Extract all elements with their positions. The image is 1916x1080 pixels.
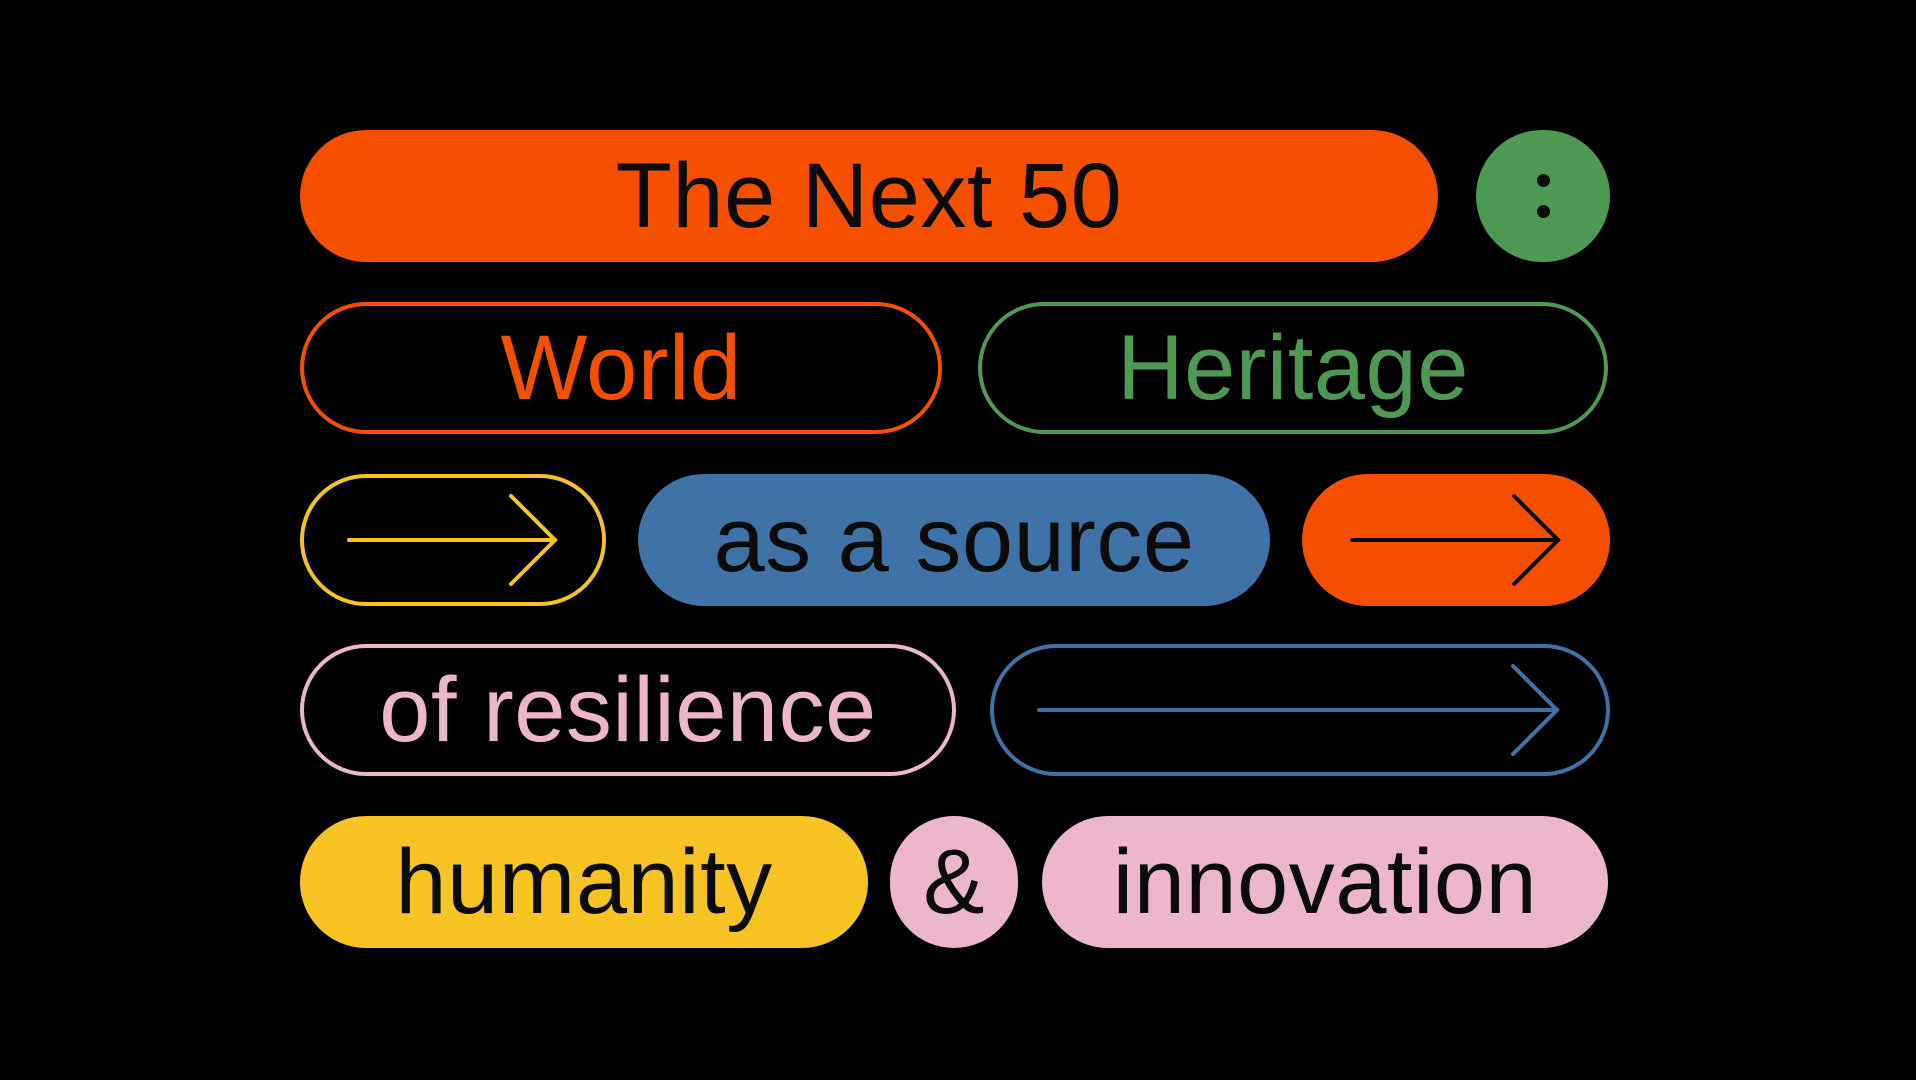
world-pill: World (300, 302, 942, 434)
world-text: World (500, 317, 742, 419)
arrow-pill-yellow (300, 474, 606, 606)
as-a-source-pill: as a source (638, 474, 1270, 606)
humanity-text: humanity (395, 831, 773, 933)
arrow-pill-orange (1302, 474, 1610, 606)
arrow-right-icon (1350, 494, 1561, 586)
arrow-right-icon (347, 494, 558, 586)
title-pill: The Next 50 (300, 130, 1438, 262)
innovation-text: innovation (1112, 831, 1538, 933)
of-resilience-text: of resilience (379, 659, 877, 761)
arrow-right-icon (1037, 664, 1560, 756)
ampersand-badge: & (890, 816, 1018, 948)
heritage-pill: Heritage (978, 302, 1608, 434)
title-text: The Next 50 (615, 145, 1123, 247)
ampersand-text: & (923, 831, 985, 933)
arrow-pill-blue (990, 644, 1610, 776)
humanity-pill: humanity (300, 816, 868, 948)
colon-icon (1536, 174, 1550, 218)
innovation-pill: innovation (1042, 816, 1608, 948)
of-resilience-pill: of resilience (300, 644, 956, 776)
heritage-text: Heritage (1117, 317, 1469, 419)
as-a-source-text: as a source (713, 489, 1195, 591)
colon-badge (1476, 130, 1610, 262)
